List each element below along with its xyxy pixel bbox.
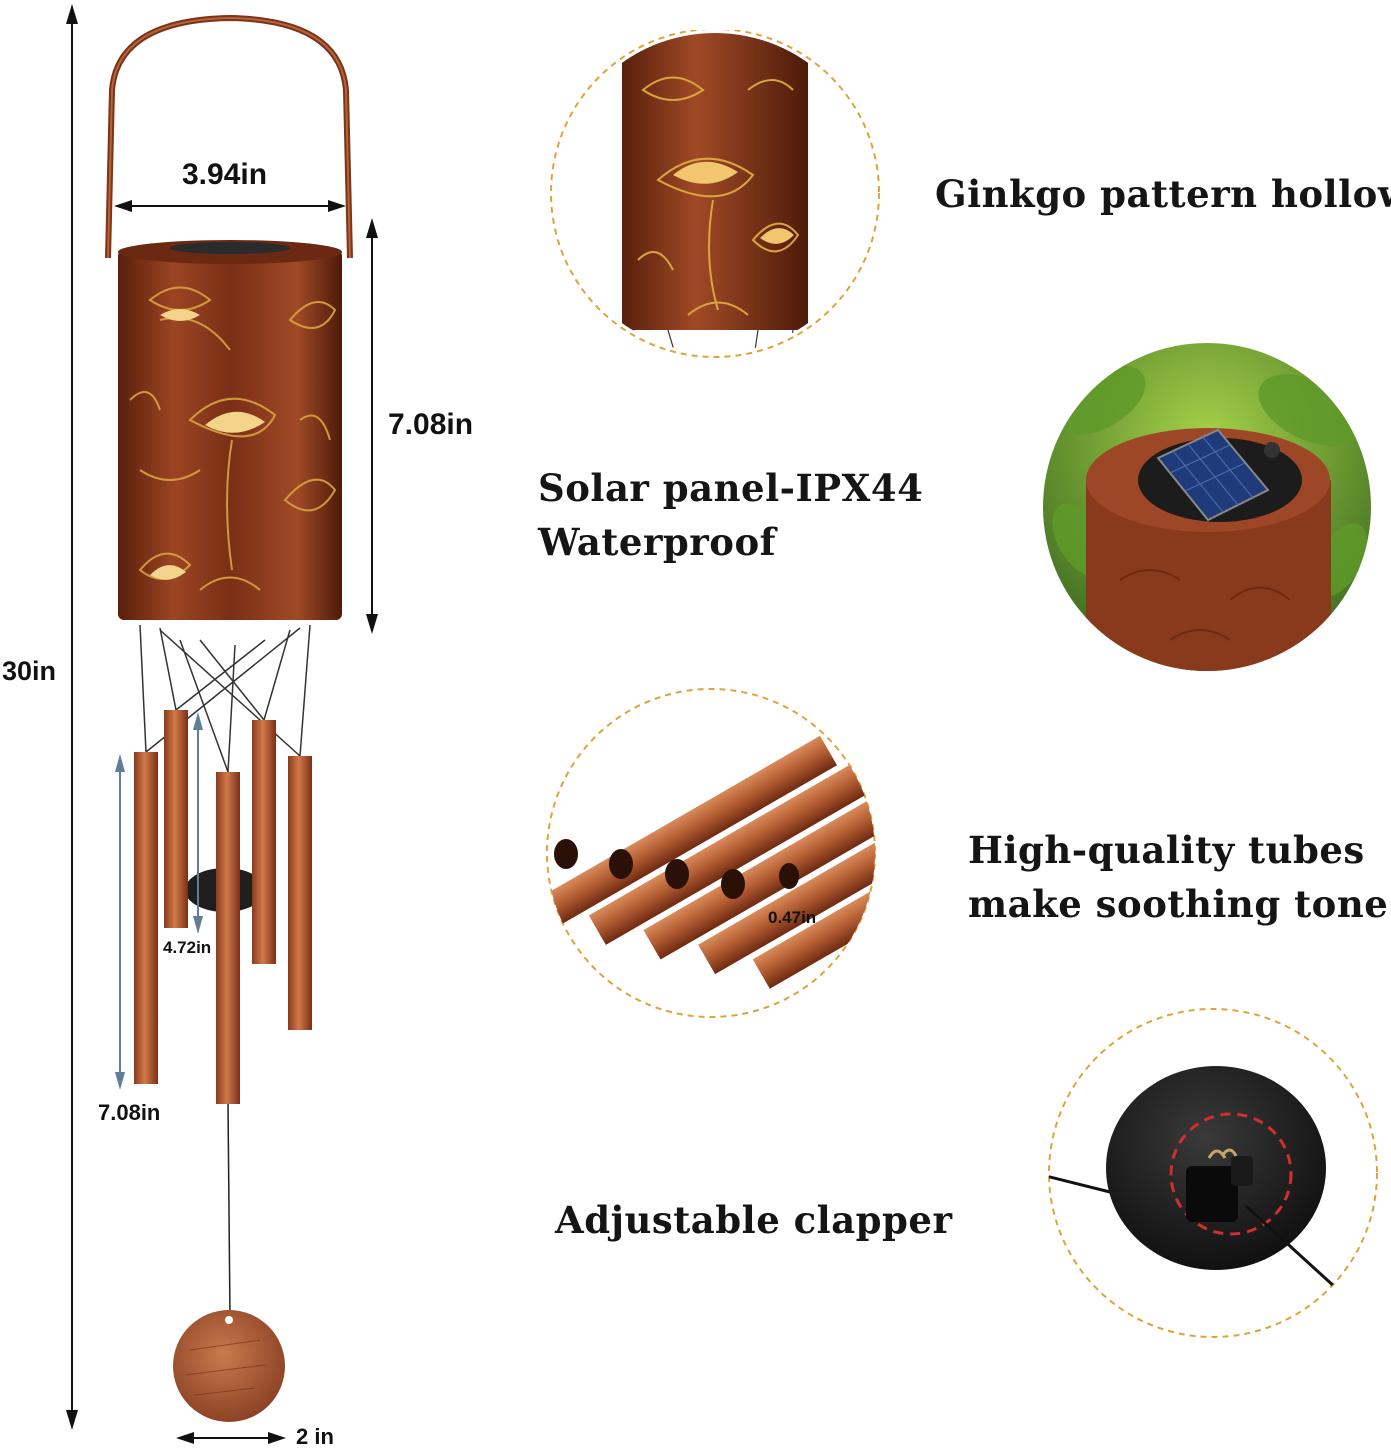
product-illustration bbox=[0, 0, 520, 1448]
lantern-width-arrow bbox=[114, 200, 346, 212]
wind-chime-drawing bbox=[66, 4, 378, 1444]
tube-diameter-label: 0.47in bbox=[768, 908, 817, 927]
pendant-width-label: 2 in bbox=[296, 1424, 334, 1449]
lantern-width-label: 3.94in bbox=[182, 158, 268, 191]
lantern-body bbox=[118, 240, 342, 620]
lantern-height-label: 7.08in bbox=[388, 408, 474, 441]
clapper-closeup bbox=[1046, 1006, 1380, 1340]
pendant-width-arrow bbox=[176, 1432, 286, 1444]
short-tube-label: 4.72in bbox=[163, 938, 212, 957]
solar-caption-line2: Waterproof bbox=[538, 520, 777, 564]
clapper-caption: Adjustable clapper bbox=[555, 1198, 953, 1242]
total-height-label: 30in bbox=[2, 656, 57, 686]
solar-caption-line1: Solar panel-IPX44 bbox=[538, 466, 924, 510]
lantern-height-arrow bbox=[366, 218, 378, 634]
pendant-disc bbox=[173, 1310, 285, 1422]
long-tube-arrow bbox=[115, 754, 125, 1090]
ginkgo-closeup bbox=[548, 30, 882, 364]
tubes-closeup bbox=[544, 686, 878, 1020]
total-height-arrow bbox=[66, 4, 78, 1430]
short-tube-arrow bbox=[193, 712, 203, 934]
tubes bbox=[134, 710, 312, 1104]
handle bbox=[105, 14, 353, 259]
strings bbox=[139, 624, 311, 773]
solar-panel-closeup bbox=[1040, 340, 1374, 674]
long-tube-label: 7.08in bbox=[98, 1100, 161, 1125]
ginkgo-caption: Ginkgo pattern hollow bbox=[935, 172, 1391, 216]
tubes-caption-line2: make soothing tone bbox=[968, 882, 1389, 926]
tubes-caption-line1: High-quality tubes bbox=[968, 828, 1365, 872]
